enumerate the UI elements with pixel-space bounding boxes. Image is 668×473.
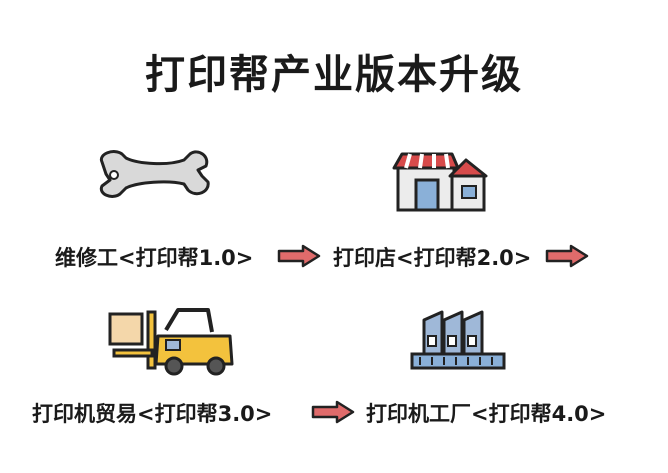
- arrow-icon: [311, 400, 355, 424]
- forklift-icon: [108, 308, 234, 376]
- arrow-icon: [277, 244, 321, 268]
- stage-label-4: 打印机工厂<打印帮4.0>: [366, 402, 607, 426]
- shop-icon: [392, 152, 488, 212]
- page-title: 打印帮产业版本升级: [145, 52, 523, 98]
- factory-icon: [410, 310, 506, 370]
- wrench-icon: [99, 150, 210, 198]
- stage-label-2: 打印店<打印帮2.0>: [333, 246, 532, 270]
- stage-label-3: 打印机贸易<打印帮3.0>: [32, 402, 273, 426]
- stage-label-1: 维修工<打印帮1.0>: [55, 246, 254, 270]
- arrow-icon: [545, 244, 589, 268]
